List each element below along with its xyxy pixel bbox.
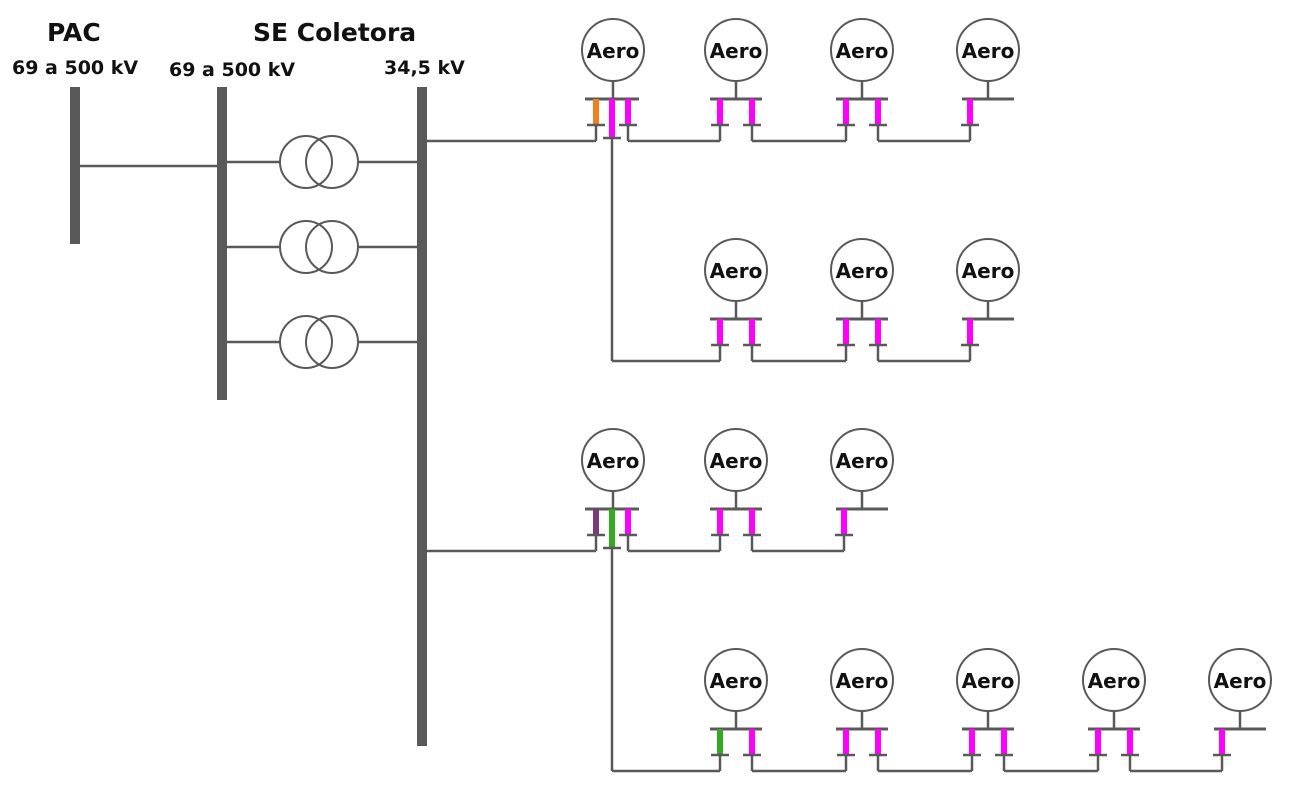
breaker-switch (593, 509, 599, 535)
turbine-label: Aero (587, 449, 640, 473)
breaker-switch (749, 319, 755, 345)
breaker-switch (875, 99, 881, 125)
pac-title: PAC (47, 18, 101, 47)
turbine-label: Aero (962, 669, 1015, 693)
breaker-switch (749, 509, 755, 535)
se-title: SE Coletora (253, 18, 417, 47)
breaker-switch (749, 729, 755, 755)
turbine-label: Aero (1214, 669, 1267, 693)
turbine-label: Aero (1088, 669, 1141, 693)
breaker-switch (967, 319, 973, 345)
turbine-label: Aero (836, 449, 889, 473)
breaker-switch (609, 99, 615, 138)
turbine-label: Aero (962, 39, 1015, 63)
breaker-switch (843, 729, 849, 755)
se-mv-bus (417, 87, 427, 746)
breaker-switch (967, 99, 973, 125)
breaker-switch (717, 99, 723, 125)
turbine-label: Aero (836, 259, 889, 283)
turbine-label: Aero (710, 259, 763, 283)
breaker-switch (875, 729, 881, 755)
breaker-switch (1095, 729, 1101, 755)
breaker-switch (1219, 729, 1225, 755)
breaker-switch (625, 99, 631, 125)
se-mv-voltage: 34,5 kV (384, 57, 465, 79)
transformer-winding-hv (279, 220, 333, 274)
turbine-label: Aero (836, 669, 889, 693)
breaker-switch (717, 509, 723, 535)
turbine-label: Aero (587, 39, 640, 63)
turbine-label: Aero (836, 39, 889, 63)
turbine-label: Aero (962, 259, 1015, 283)
breaker-switch (1001, 729, 1007, 755)
breaker-switch (875, 319, 881, 345)
pac-bus (70, 87, 80, 244)
se-hv-voltage: 69 a 500 kV (169, 59, 296, 81)
breaker-switch (1127, 729, 1133, 755)
breaker-switch (843, 99, 849, 125)
transformer-winding-hv (279, 135, 333, 189)
breaker-switch (969, 729, 975, 755)
breaker-switch (717, 319, 723, 345)
turbine-label: Aero (710, 449, 763, 473)
breaker-switch (625, 509, 631, 535)
transformer-winding-hv (279, 315, 333, 369)
breaker-switch (593, 99, 599, 125)
pac-voltage: 69 a 500 kV (12, 57, 139, 79)
breaker-switch (843, 319, 849, 345)
breaker-switch (749, 99, 755, 125)
breaker-switch (717, 729, 723, 755)
breaker-switch (609, 509, 615, 548)
turbine-label: Aero (710, 669, 763, 693)
breaker-switch (841, 509, 847, 535)
se-hv-bus (217, 87, 227, 400)
turbine-label: Aero (710, 39, 763, 63)
